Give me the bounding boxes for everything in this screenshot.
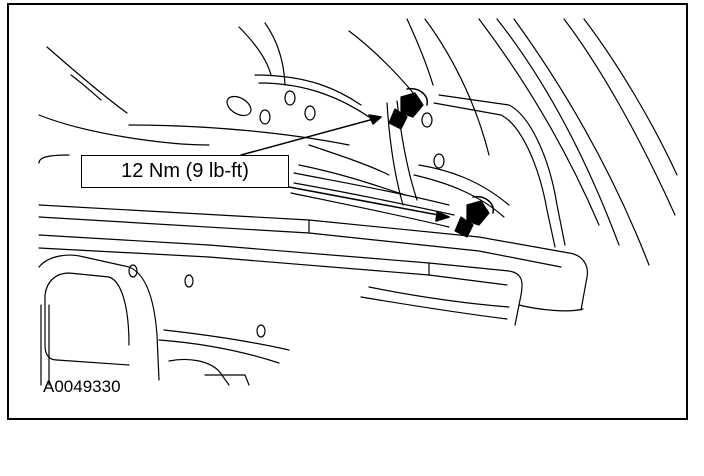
lower-bracket: [38, 254, 290, 386]
body-holes: [128, 90, 445, 338]
leader-arrows: [240, 114, 450, 222]
torque-callout-label: 12 Nm (9 lb-ft): [81, 155, 289, 188]
body-panel-lines: [38, 18, 678, 266]
upper-bolt: [388, 87, 428, 130]
figure-id-label: A0049330: [43, 377, 121, 396]
crossmember-beam: [38, 204, 589, 326]
line-art-illustration: [38, 18, 678, 386]
illustration-frame: 12 Nm (9 lb-ft) A0049330: [7, 3, 688, 420]
lower-bolt: [454, 195, 494, 238]
